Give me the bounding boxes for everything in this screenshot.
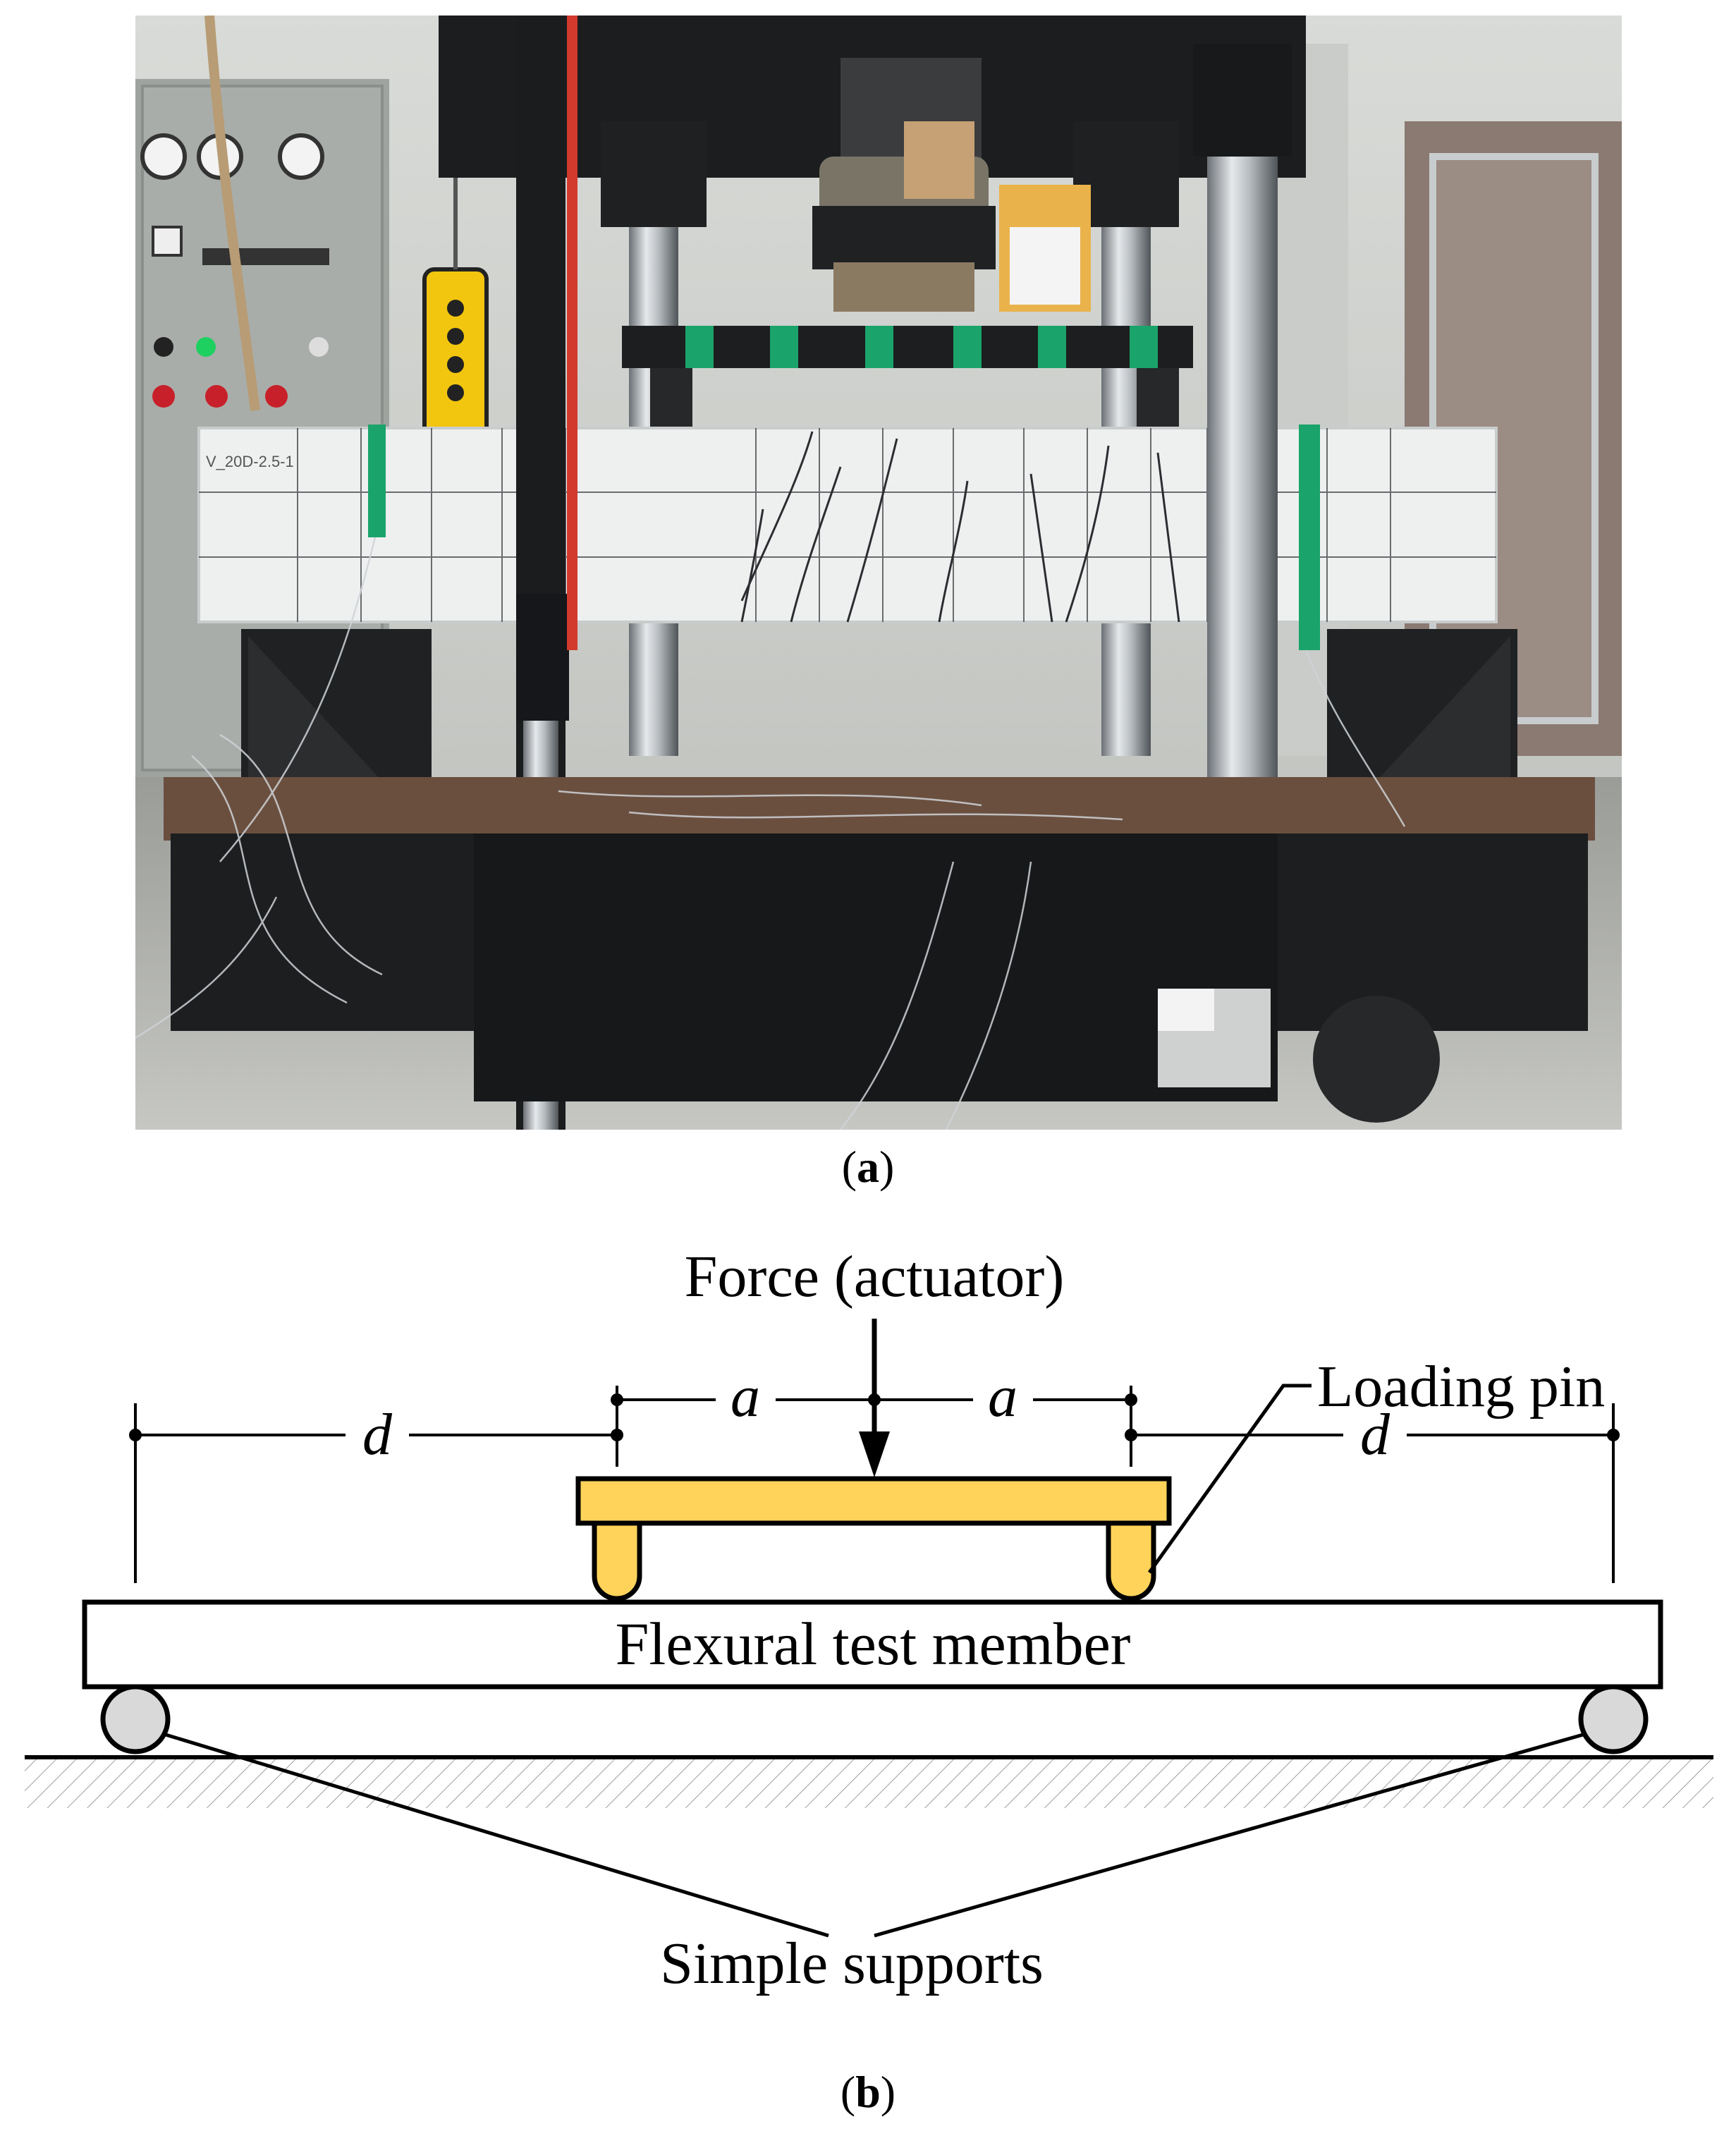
loading-beam [575,1476,1172,1526]
ground-hatch [25,1757,1713,1808]
left-support-roller [100,1684,171,1754]
force-label: Force (actuator) [685,1244,1065,1309]
caption-a: (a) [841,1142,895,1192]
supports-label: Simple supports [660,1931,1044,1996]
flexural-test-member [82,1599,1663,1690]
dim-d-left: d [362,1402,393,1467]
right-loading-pin [1106,1513,1156,1601]
dim-a-right: a [988,1364,1017,1429]
flexural-test-schematic: Flexural test member Force (actuator) Lo… [25,1244,1713,1996]
loading-pin-assembly [575,1476,1172,1601]
dim-d-right: d [1360,1402,1390,1467]
right-support-roller [1578,1684,1649,1754]
front-column-right [1207,93,1278,869]
left-loading-pin [592,1513,642,1601]
test-setup-photo: V_20D-2.5-1 [135,16,1622,1130]
caption-b: (b) [840,2067,896,2117]
force-arrow-head [859,1431,890,1477]
member-label: Flexural test member [616,1610,1131,1678]
pendant-controller [422,267,489,444]
loading-beam-photo [622,326,1193,439]
loading-pin-label: Loading pin [1317,1354,1605,1419]
dimension-ticks [129,1393,1620,1441]
supports-leader-right [874,1733,1584,1938]
base-platform [164,777,1595,1123]
dim-a-left: a [731,1364,760,1429]
actuator [812,58,996,312]
specimen-tag: V_20D-2.5-1 [206,453,294,470]
loading-pin-leader [1147,1384,1312,1574]
supports-leader-left [165,1733,829,1938]
